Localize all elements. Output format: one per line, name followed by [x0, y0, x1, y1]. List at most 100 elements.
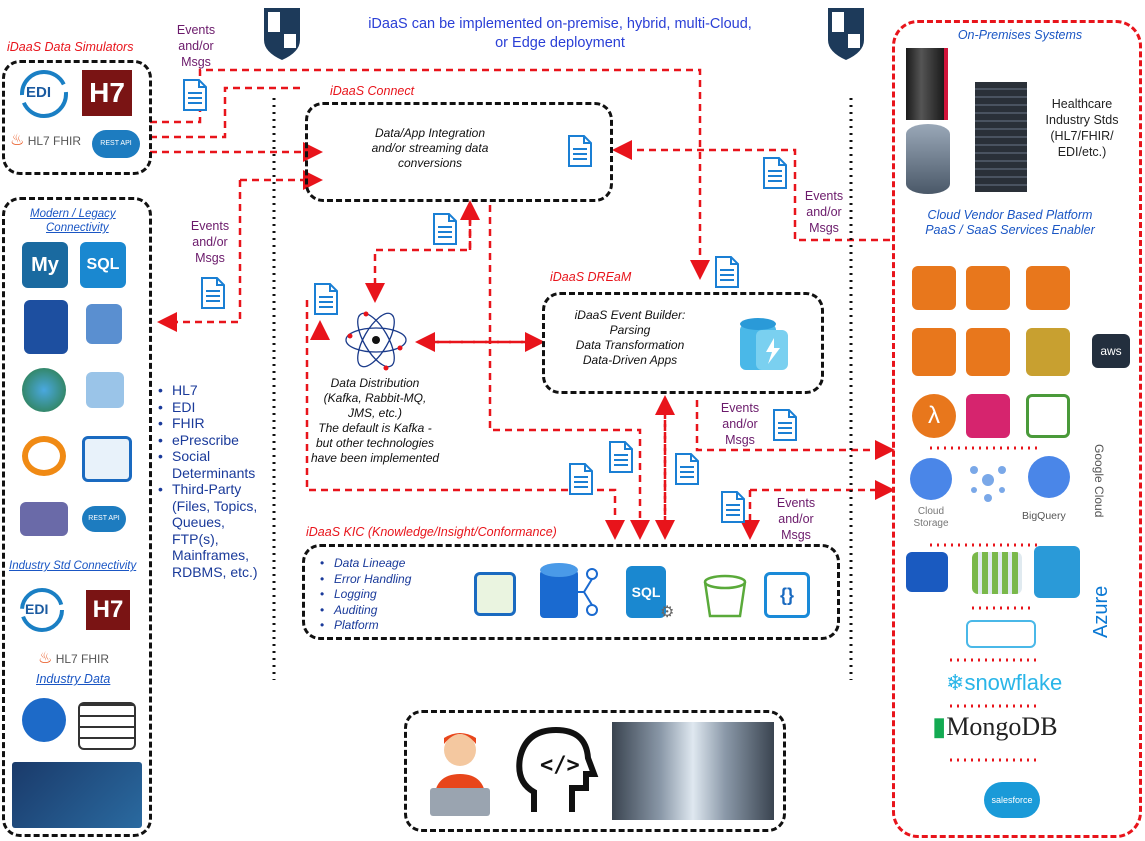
dream-title: iDaaS DREaM: [550, 270, 632, 284]
gcp-pubsub-icon: [970, 466, 1006, 502]
simulators-box: [2, 60, 152, 175]
document-icon: [200, 276, 226, 310]
aws-eventbridge-icon: [966, 394, 1010, 438]
code-braces-icon: {}: [764, 572, 810, 618]
list-item: Social: [158, 448, 258, 465]
data-distribution-network-icon: [345, 311, 407, 371]
kubernetes-api-icon: [22, 698, 66, 742]
document-icon: [720, 490, 746, 524]
list-item-cont: Queues,: [172, 514, 225, 530]
dna-image: [12, 762, 142, 828]
salesforce-logo: salesforce: [984, 782, 1040, 818]
scheduler-icon: [86, 372, 124, 408]
document-icon: [568, 462, 594, 496]
server-icon: [24, 300, 68, 354]
event-hub-icon: [82, 436, 132, 482]
gcp-bigquery-icon: [1028, 456, 1070, 498]
document-icon: [674, 452, 700, 486]
fire-icon: ♨: [10, 132, 25, 149]
modern-title-line1: Modern / Legacy: [30, 208, 116, 220]
list-item-cont: FTP(s),: [172, 530, 219, 547]
cache-database-icon: [740, 318, 788, 370]
building-cloud-icon: [86, 304, 122, 344]
list-item: FHIR: [158, 415, 258, 432]
hl7-fhir-text: HL7 FHIR: [27, 134, 82, 148]
mysql-icon: My: [22, 242, 68, 288]
aws-rds-icon: [1026, 266, 1070, 310]
rest-api-cloud-icon: REST API: [82, 506, 126, 532]
hl7-fhir-logo: ♨ HL7 FHIR: [10, 130, 81, 150]
bottom-box: [404, 710, 786, 832]
header-text: iDaaS can be implemented on-premise, hyb…: [330, 15, 790, 53]
list-item: Logging: [320, 587, 411, 603]
database-server-icon: [906, 124, 950, 194]
snowflake-icon: ❄: [946, 670, 965, 695]
list-item: HL7: [158, 382, 258, 399]
gcp-cloud-storage-icon: [910, 458, 952, 500]
mongodb-leaf-icon: ▮: [932, 712, 947, 741]
list-item: Error Handling: [320, 572, 411, 588]
google-cloud-logo: Google Cloud: [1092, 444, 1106, 518]
azure-database-icon: [906, 552, 948, 592]
kic-box: [302, 544, 840, 640]
edi-text: EDI: [26, 84, 52, 101]
developer-icon: [430, 733, 490, 816]
kic-title: iDaaS KIC (Knowledge/Insight/Conformance…: [306, 525, 557, 539]
event-hub-icon: [474, 572, 516, 616]
aws-s3-icon: [1026, 394, 1070, 438]
right-platform-box: [892, 20, 1142, 838]
hl7-fhir-text: HL7 FHIR: [55, 652, 110, 666]
sql-database-icon: SQL: [626, 566, 666, 618]
gcp-bigquery-label: BigQuery: [1022, 510, 1066, 522]
rest-api-cloud-icon: REST API: [92, 130, 140, 158]
document-icon: [608, 440, 634, 474]
list-item-cont: Mainframes,: [172, 547, 250, 563]
hl7-fhir-logo: ♨ HL7 FHIR: [38, 648, 109, 668]
database-lineage-icon: [540, 563, 598, 618]
list-item: Third-Party: [158, 481, 258, 498]
server-rack-icon: [906, 48, 948, 120]
list-item: Auditing: [320, 603, 411, 619]
aws-kinesis-icon: [912, 266, 956, 310]
aws-ec2-icon: [912, 328, 956, 376]
kic-list: Data Lineage Error Handling Logging Audi…: [320, 556, 411, 634]
server-tower-icon: [975, 82, 1027, 192]
brain-code-icon: </>: [516, 726, 599, 812]
hl7-logo: H7: [86, 590, 130, 630]
azure-data-factory-icon: [1034, 546, 1080, 598]
bucket-icon: [703, 574, 747, 618]
list-item-cont: Determinants: [172, 464, 256, 481]
cosmos-db-icon: [22, 368, 66, 412]
industry-data-title: Industry Data: [36, 672, 111, 686]
modern-box: [2, 197, 152, 837]
server-room-image: [612, 722, 774, 820]
snowflake-logo: ❄snowflake: [946, 670, 1063, 695]
aws-logo: aws: [1092, 334, 1130, 368]
list-item: Platform: [320, 618, 411, 634]
document-icon: [772, 408, 798, 442]
document-icon: [313, 282, 339, 316]
fire-icon: ♨: [38, 650, 53, 667]
data-source-list: HL7 EDI FHIR ePrescribe Social Determina…: [158, 382, 258, 580]
shield-icon: [828, 8, 864, 60]
list-item-cont: (Files, Topics,: [172, 497, 258, 514]
list-item: EDI: [158, 399, 258, 416]
document-icon: [432, 212, 458, 246]
mongodb-logo: ▮MongoDB: [932, 712, 1058, 741]
table-user-icon: [78, 702, 136, 750]
aws-sqs-icon: [1026, 328, 1070, 376]
dream-box: [542, 292, 824, 394]
mainframe-icon: [20, 502, 68, 536]
azure-queue-icon: [966, 620, 1036, 648]
svg-text:</>: </>: [540, 753, 580, 778]
